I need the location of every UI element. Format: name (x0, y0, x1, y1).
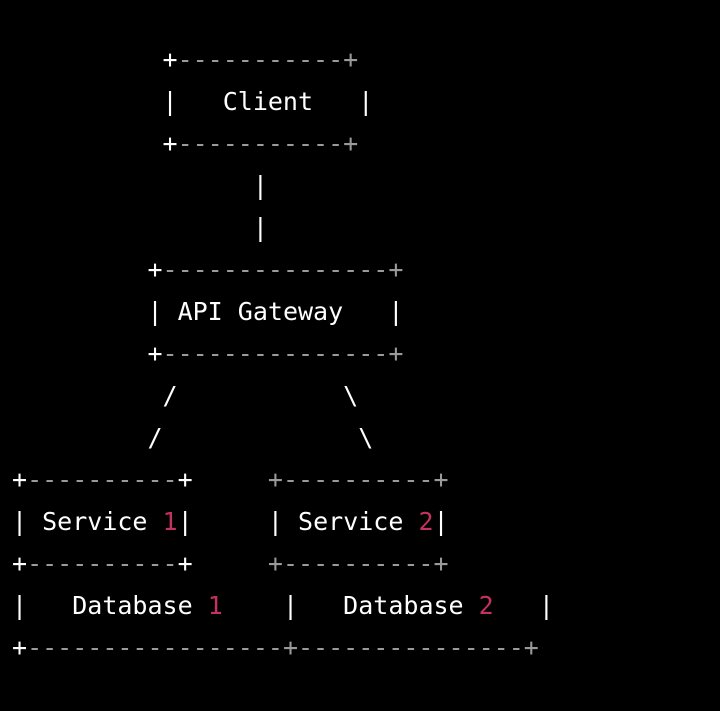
accent-digit: 1 (162, 507, 178, 536)
row-service-top: +----------+ +----------+ (12, 465, 449, 494)
row-client-bottom: +-----------+ (162, 129, 359, 158)
row-service-label: | Service 1| | Service 2| (12, 507, 449, 536)
ascii-architecture-diagram: +-----------+ | Client | +-----------+ |… (0, 25, 720, 711)
row-connector-2: | (252, 213, 268, 242)
row-gateway-top: +---------------+ (147, 255, 404, 284)
row-database-label: | Database 1 | Database 2 | (12, 591, 554, 620)
row-service-bottom: +----------+ +----------+ (12, 549, 449, 578)
row-branch-1: / \ (162, 381, 359, 410)
accent-digit: 2 (418, 507, 434, 536)
row-connector-1: | (252, 171, 268, 200)
row-client-top: +-----------+ (162, 45, 359, 74)
accent-digit: 2 (478, 591, 494, 620)
row-database-bottom: +-----------------+---------------+ (12, 633, 539, 662)
row-gateway-label: | API Gateway | (147, 297, 404, 326)
row-branch-2: / \ (147, 423, 374, 452)
row-client-label: | Client | (162, 87, 374, 116)
accent-digit: 1 (207, 591, 223, 620)
row-gateway-bottom: +---------------+ (147, 339, 404, 368)
